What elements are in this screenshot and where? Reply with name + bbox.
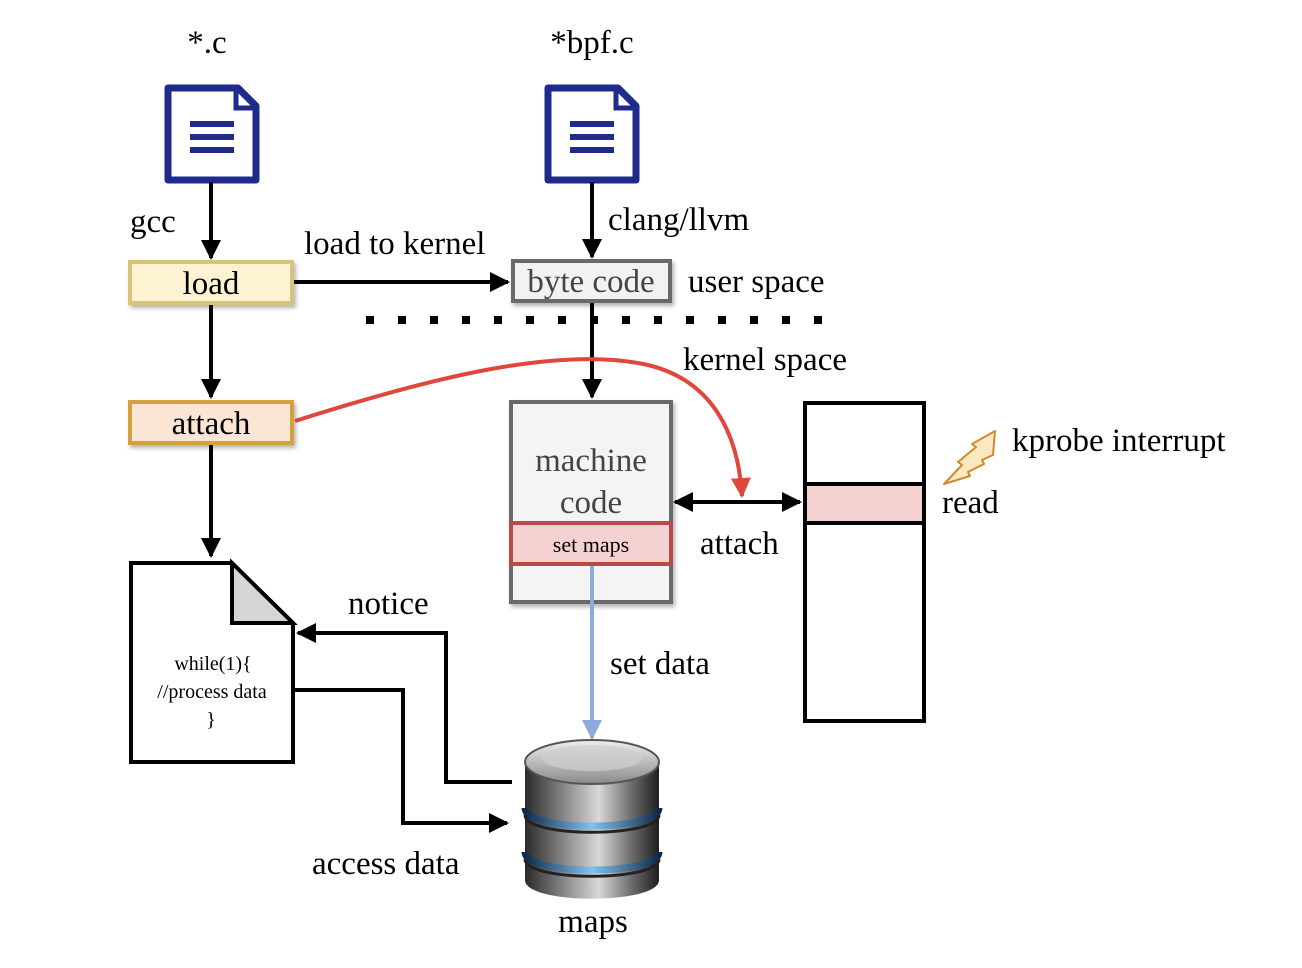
byte-code-box: byte code <box>511 259 672 303</box>
database-icon <box>521 739 663 899</box>
document-icon <box>164 84 260 184</box>
machine-code-label-line1: machine <box>535 443 647 479</box>
set-data-label: set data <box>610 646 710 682</box>
machine-code-label-line2: code <box>560 485 622 521</box>
document-icon <box>544 84 640 184</box>
arrow-access-data <box>294 688 509 833</box>
maps-label: maps <box>558 904 628 940</box>
set-maps-box <box>509 521 673 566</box>
clang-label: clang/llvm <box>608 202 749 238</box>
read-label: read <box>942 485 999 521</box>
program-line3: } <box>206 709 216 731</box>
arrow-notice <box>296 623 512 784</box>
program-line1: while(1){ <box>174 653 251 675</box>
read-slot <box>807 485 922 522</box>
attach-label: attach <box>172 406 251 442</box>
kprobe-interrupt-label: kprobe interrupt <box>1012 423 1226 459</box>
set-maps-label: set maps <box>553 532 629 557</box>
load-box: load <box>128 260 294 305</box>
access-data-label: access data <box>312 846 460 882</box>
bpf-source-filename: *bpf.c <box>550 25 633 61</box>
gcc-label: gcc <box>130 204 176 240</box>
load-label: load <box>183 266 240 302</box>
kernel-function-stack <box>803 401 926 723</box>
kernel-space-label: kernel space <box>683 342 847 378</box>
byte-code-label: byte code <box>527 264 654 300</box>
arrow-attach-hook <box>294 357 751 498</box>
load-to-kernel-label: load to kernel <box>304 226 485 262</box>
attach-box: attach <box>128 400 294 445</box>
lightning-icon <box>943 430 996 485</box>
user-program-document: while(1){ //process data } <box>129 558 298 764</box>
program-line2: //process data <box>157 681 267 703</box>
attach-hook-label: attach <box>700 526 779 562</box>
user-space-label: user space <box>688 264 825 300</box>
user-source-filename: *.c <box>187 25 226 61</box>
notice-label: notice <box>348 586 429 622</box>
